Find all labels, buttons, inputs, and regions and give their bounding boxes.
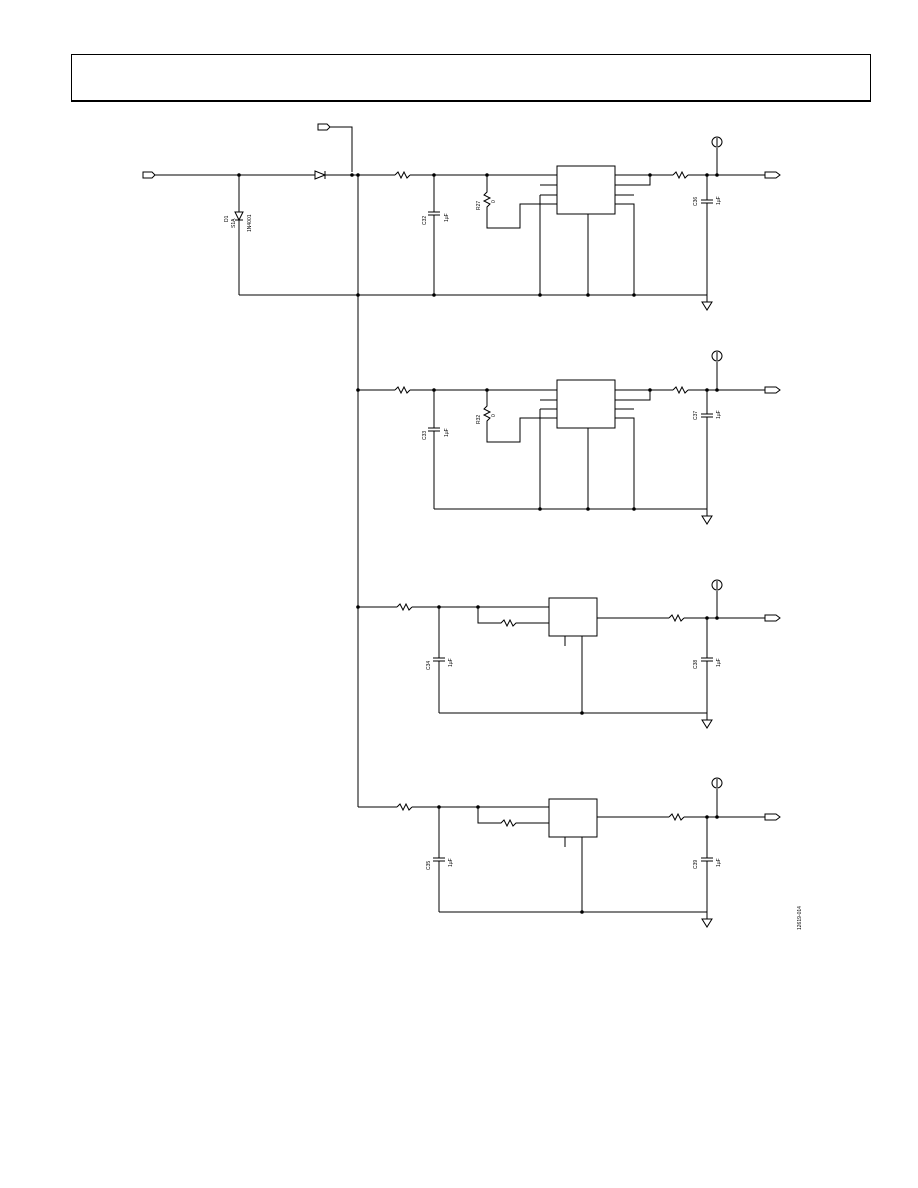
output-resistor — [672, 170, 689, 180]
stage-2-cout-label: C37 — [693, 411, 699, 420]
stage-1 — [239, 136, 781, 311]
output-connector — [764, 386, 781, 394]
feedback-resistor — [477, 807, 549, 828]
input-resistor — [394, 385, 411, 395]
test-point — [711, 350, 723, 362]
input-capacitor — [428, 175, 440, 295]
stage-4-cin-value: 1µF — [448, 858, 454, 867]
ground-symbol — [701, 515, 713, 525]
output-resistor — [668, 812, 685, 822]
stage-2 — [356, 350, 781, 525]
stage-1-res-value: 0 — [491, 200, 497, 203]
stage-1-cout-value: 1µF — [716, 196, 722, 205]
input-resistor — [396, 802, 413, 812]
output-connector — [764, 614, 781, 622]
regulator-ic — [548, 798, 598, 838]
output-capacitor — [701, 618, 713, 713]
output-resistor — [668, 613, 685, 623]
stage-1-cin-value: 1µF — [444, 213, 450, 222]
input-capacitor — [428, 390, 440, 509]
diode-part-label: 1N4001 — [247, 214, 253, 232]
input-resistor — [394, 170, 411, 180]
input-capacitor — [433, 807, 445, 912]
shunt-diode-d1 — [234, 175, 244, 295]
aux-input-connector — [317, 123, 353, 172]
figure-id: 12619-014 — [797, 906, 803, 930]
output-capacitor — [701, 175, 713, 295]
stage-1-cout-label: C36 — [693, 197, 699, 206]
ground-symbol — [701, 719, 713, 729]
stage-3 — [356, 579, 781, 729]
regulator-ic — [556, 379, 616, 429]
stage-2-res-value: 0 — [491, 414, 497, 417]
stage-2-cin-value: 1µF — [444, 428, 450, 437]
diode-sub-label: S1A — [231, 218, 237, 228]
stage-4 — [358, 777, 781, 928]
stage-3-cin-label: C34 — [426, 661, 432, 670]
stage-2-res-label: R32 — [476, 415, 482, 424]
stage-2-cout-value: 1µF — [716, 410, 722, 419]
stage-4-cout-value: 1µF — [716, 858, 722, 867]
stage-2-cin-label: C33 — [422, 431, 428, 440]
test-point — [711, 136, 723, 148]
stage-3-cin-value: 1µF — [448, 658, 454, 667]
regulator-ic — [548, 597, 598, 637]
output-connector — [764, 171, 781, 179]
test-point — [711, 579, 723, 591]
stage-3-cout-value: 1µF — [716, 658, 722, 667]
stage-4-cin-label: C35 — [426, 861, 432, 870]
output-capacitor — [701, 390, 713, 509]
output-connector — [764, 813, 781, 821]
page-header-frame — [71, 54, 871, 102]
output-resistor — [672, 385, 689, 395]
input-resistor — [396, 602, 413, 612]
enable-resistor — [482, 175, 540, 229]
stage-4-cout-label: C39 — [693, 860, 699, 869]
regulator-ic — [556, 165, 616, 215]
test-point — [711, 777, 723, 789]
input-capacitor — [433, 607, 445, 713]
ground-symbol — [701, 918, 713, 928]
feedback-resistor — [477, 607, 549, 628]
input-connector — [142, 171, 156, 179]
stage-1-res-label: R27 — [476, 201, 482, 210]
diode-label: D1 — [224, 215, 230, 222]
stage-1-cin-label: C32 — [422, 216, 428, 225]
ground-symbol — [701, 301, 713, 311]
output-capacitor — [701, 817, 713, 912]
stage-3-cout-label: C38 — [693, 660, 699, 669]
series-diode — [314, 170, 327, 180]
enable-resistor — [482, 390, 540, 443]
